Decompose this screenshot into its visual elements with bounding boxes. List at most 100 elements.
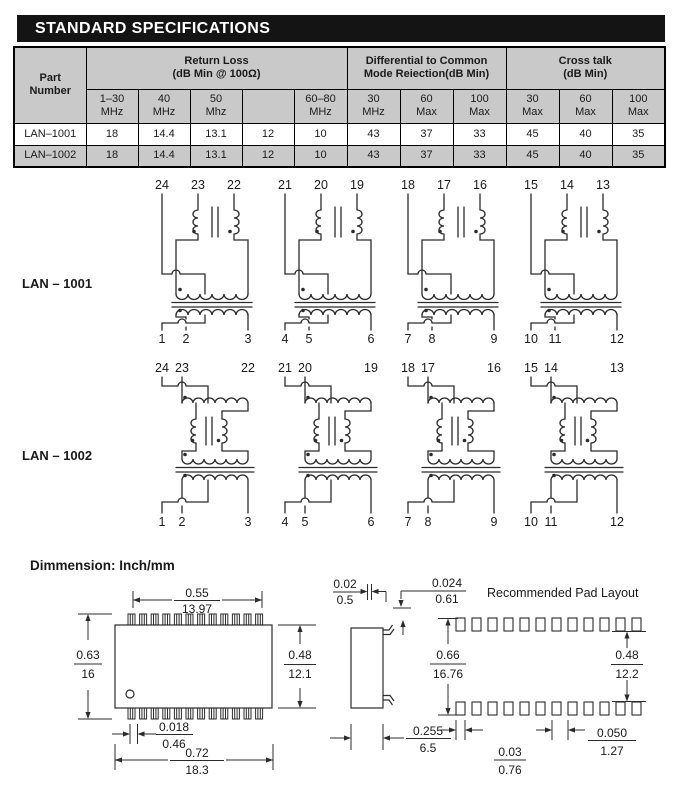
dim-overall-width-inch: 0.72 — [185, 746, 209, 760]
dim-body-depth-inch: 0.255 — [413, 724, 443, 738]
circuit-wires — [407, 193, 499, 331]
sub-header-blank — [241, 88, 295, 124]
pin-numbers: 24 23 22 1 2 3 — [155, 178, 251, 346]
transformer-circuit-lan-1001: 15 14 13 10 11 12 — [524, 178, 624, 346]
circuit-wires — [284, 193, 376, 331]
pin-label: 9 — [491, 515, 498, 529]
polarity-dots — [424, 229, 478, 313]
spec-cell: 35 — [611, 122, 666, 146]
schematic-label-lan-1002: LAN – 1002 — [22, 448, 93, 463]
pin-label: 1 — [159, 515, 166, 529]
dim-lead-width-inch: 0.018 — [159, 720, 189, 734]
polarity-dots — [547, 229, 601, 313]
pin-label: 7 — [405, 515, 412, 529]
part-number-cell: LAN–1002 — [13, 144, 87, 168]
spec-row-lan-1001: LAN–1001 18 14.4 13.1 12 10 43 37 33 45 … — [13, 122, 666, 146]
dim-overall-width-mm: 18.3 — [185, 763, 209, 777]
pin-label: 1 — [159, 332, 166, 346]
polarity-dots — [429, 395, 467, 478]
circuit-wires — [530, 376, 624, 514]
polarity-dots — [301, 229, 355, 313]
dim-lead-thickness-inch: 0.02 — [333, 578, 357, 591]
pin-numbers: 24 23 22 1 2 3 — [155, 361, 255, 529]
dim-pad-width-mm: 0.76 — [498, 763, 522, 777]
spec-cell: 12 — [241, 144, 295, 168]
pin-label: 21 — [278, 361, 292, 375]
dim-standoff-inch: 0.024 — [432, 578, 462, 590]
pin-label: 8 — [429, 332, 436, 346]
pin-label: 13 — [596, 178, 610, 192]
pad-layout-title: Recommended Pad Layout — [487, 586, 639, 600]
section-title: STANDARD SPECIFICATIONS — [35, 20, 271, 37]
package-side-view — [330, 584, 466, 750]
spec-cell: 14.4 — [137, 122, 191, 146]
spec-table: Part Number Return Loss (dB Min @ 100Ω) … — [13, 46, 667, 168]
spec-row-lan-1002: LAN–1002 18 14.4 13.1 12 10 43 37 33 45 … — [13, 144, 666, 168]
pin-label: 20 — [314, 178, 328, 192]
pin-label: 5 — [306, 332, 313, 346]
transformer-circuit-lan-1001: 24 23 22 1 2 3 — [155, 178, 253, 346]
transformer-circuit-lan-1001: 18 17 16 7 8 9 — [401, 178, 499, 346]
schematic-row-lan-1002: 24 23 22 1 2 3 — [148, 361, 635, 529]
section-title-bar: STANDARD SPECIFICATIONS — [17, 15, 665, 42]
pin-label: 13 — [610, 361, 624, 375]
polarity-dots — [178, 229, 232, 313]
pin-label: 7 — [405, 332, 412, 346]
col-header-part-number: Part Number — [13, 46, 87, 124]
pin-label: 4 — [282, 332, 289, 346]
pin-label: 6 — [368, 515, 375, 529]
spec-cell: 37 — [399, 122, 454, 146]
pin-numbers: 18 17 16 7 8 9 — [401, 178, 497, 346]
spec-cell: 37 — [399, 144, 454, 168]
pin-numbers: 15 14 13 10 11 12 — [524, 178, 624, 346]
transformer-circuit-lan-1002: 15 14 13 10 11 12 — [524, 361, 624, 529]
pin-label: 3 — [245, 515, 252, 529]
spec-cell: 13.1 — [189, 122, 243, 146]
pin-label: 11 — [549, 332, 562, 346]
spec-cell: 14.4 — [137, 144, 191, 168]
pin-label: 24 — [155, 361, 169, 375]
pin-label: 21 — [278, 178, 292, 192]
circuit-wires — [407, 376, 501, 514]
spec-cell: 45 — [505, 144, 560, 168]
spec-cell: 40 — [558, 122, 613, 146]
pin-label: 23 — [191, 178, 205, 192]
package-front-view — [74, 591, 316, 770]
pad-layout-dimensions: 0.66 16.76 0.48 12.2 0.03 0.76 0.050 1.2… — [433, 648, 639, 777]
pin-label: 20 — [298, 361, 312, 375]
circuit-wires — [161, 193, 253, 331]
pin-label: 2 — [179, 515, 186, 529]
pin-label: 18 — [401, 361, 415, 375]
pin-label: 22 — [227, 178, 241, 192]
spec-cell: 43 — [346, 144, 401, 168]
dim-pad-pitch-inch: 0.050 — [597, 726, 627, 740]
spec-cell: 12 — [241, 122, 295, 146]
front-view-dimensions: 0.55 13.97 0.63 16 0.48 12.1 0.018 0.46 … — [76, 586, 312, 777]
spec-cell: 43 — [346, 122, 401, 146]
pin-label: 12 — [610, 515, 624, 529]
pin-label: 9 — [491, 332, 498, 346]
pin-label: 19 — [364, 361, 378, 375]
pin-label: 16 — [473, 178, 487, 192]
pin-label: 17 — [421, 361, 435, 375]
pin-label: 10 — [524, 515, 538, 529]
spec-cell: 35 — [611, 144, 666, 168]
pin-label: 19 — [350, 178, 364, 192]
front-view-arrowheads — [85, 597, 303, 763]
circuit-wires — [284, 376, 378, 514]
polarity-dots — [183, 395, 221, 478]
side-view-arrowheads — [344, 588, 406, 741]
pin-label: 15 — [524, 361, 538, 375]
spec-cell: 33 — [452, 122, 507, 146]
pin-label: 24 — [155, 178, 169, 192]
pin-label: 8 — [425, 515, 432, 529]
dim-overall-height-mm: 16 — [81, 667, 95, 681]
pin-label: 4 — [282, 515, 289, 529]
dim-pad-inner-span-inch: 0.48 — [615, 648, 639, 662]
